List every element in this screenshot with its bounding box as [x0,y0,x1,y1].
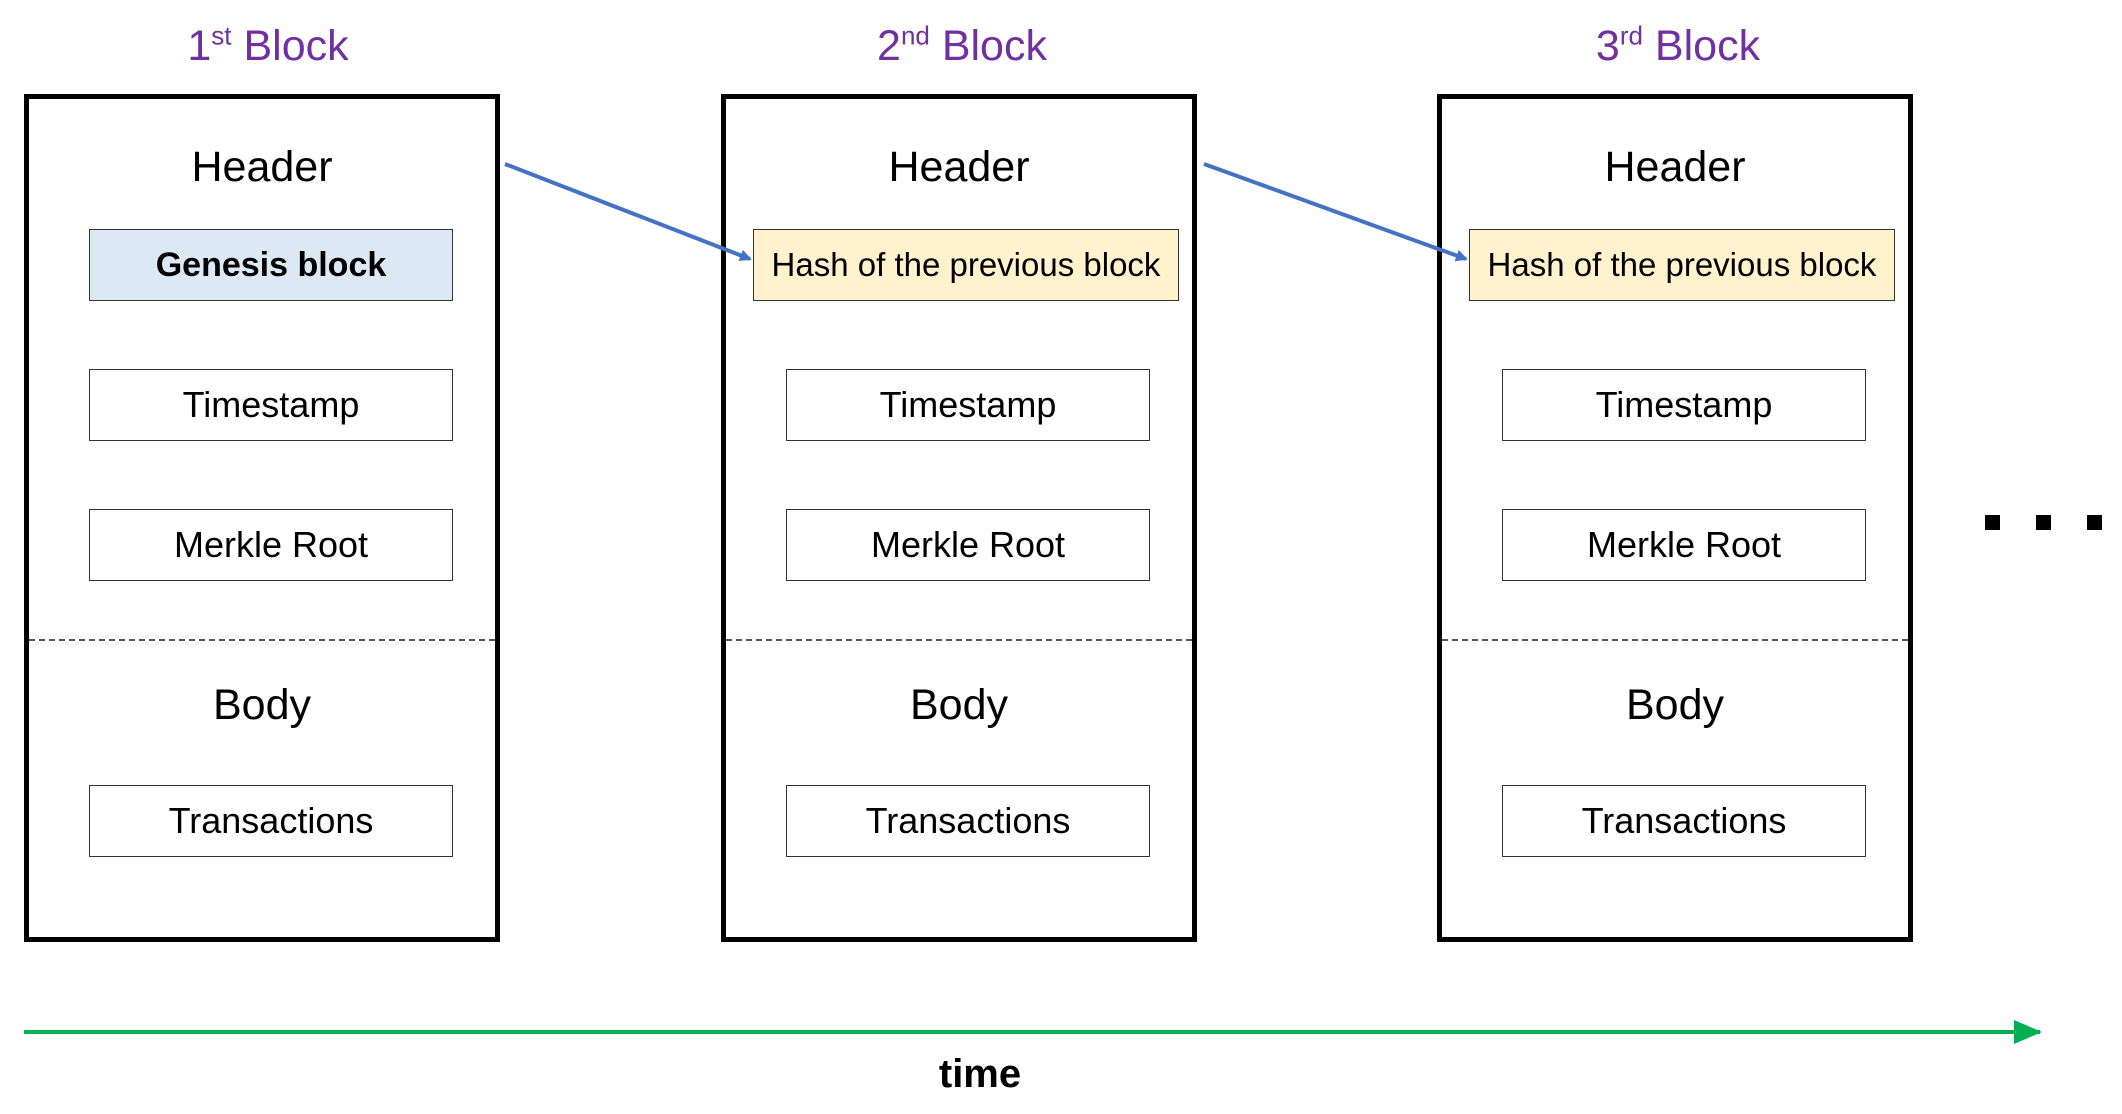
link-arrow-1-to-2 [504,162,752,261]
continuation-ellipsis [1985,515,2102,530]
block-2-transactions-field: Transactions [786,785,1150,857]
block-2-divider [726,639,1192,641]
block-3-timestamp-field: Timestamp [1502,369,1866,441]
block-1: Header Genesis block Timestamp Merkle Ro… [24,94,500,942]
block-3-divider [1442,639,1908,641]
block-1-timestamp-field: Timestamp [89,369,453,441]
block-2-body-label: Body [909,681,1008,729]
link-arrow-2-to-3 [1203,162,1468,262]
block-3-header-label: Header [1604,143,1746,191]
block-3-title: 3rd Block [1595,20,1761,70]
ellipsis-dot [2087,515,2102,530]
ellipsis-dot [2036,515,2051,530]
block-3-body-label: Body [1625,681,1724,729]
ellipsis-dot [1985,515,2000,530]
block-1-transactions-field: Transactions [89,785,453,857]
block-2-timestamp-field: Timestamp [786,369,1150,441]
block-3-transactions-field: Transactions [1502,785,1866,857]
block-2-merkle-root-field: Merkle Root [786,509,1150,581]
block-2-previous-hash-field: Hash of the previous block [753,229,1179,301]
block-2-title: 2nd Block [877,20,1047,70]
time-label: time [938,1052,1022,1096]
block-1-title: 1st Block [187,20,349,70]
block-3-merkle-root-field: Merkle Root [1502,509,1866,581]
block-3-previous-hash-field: Hash of the previous block [1469,229,1895,301]
block-2: Header Hash of the previous block Timest… [721,94,1197,942]
block-2-header-label: Header [888,143,1030,191]
block-1-body-label: Body [212,681,311,729]
block-1-genesis-field: Genesis block [89,229,453,301]
block-3: Header Hash of the previous block Timest… [1437,94,1913,942]
block-1-header-label: Header [191,143,333,191]
block-1-merkle-root-field: Merkle Root [89,509,453,581]
block-1-divider [29,639,495,641]
